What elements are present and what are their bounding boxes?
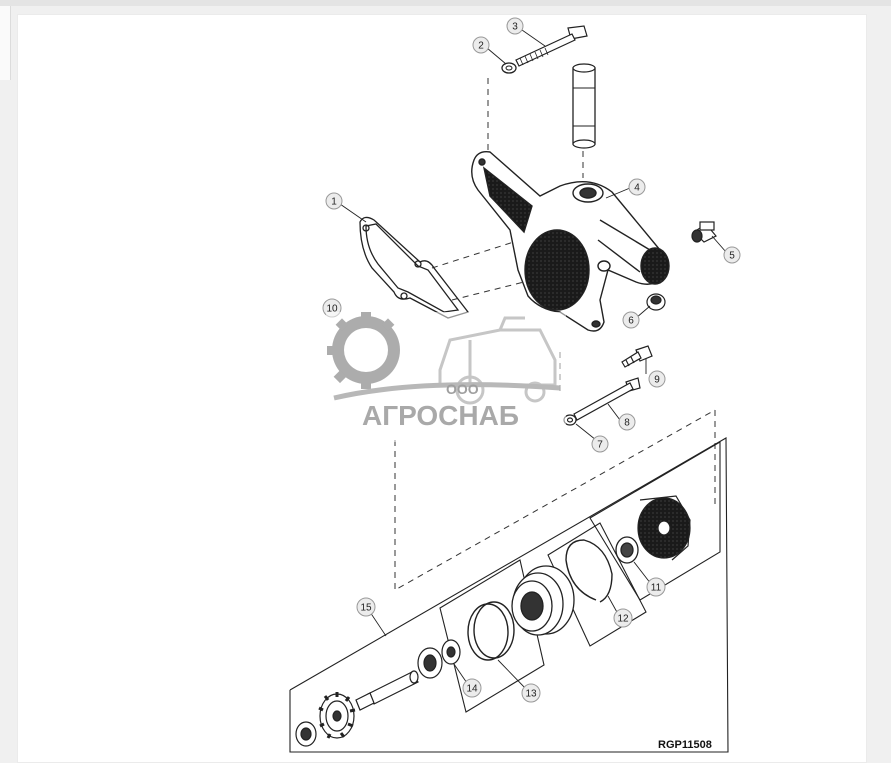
callout-6: 6 [622,311,640,329]
part-9-bolt [621,345,653,368]
callout-12: 12 [613,608,633,628]
svg-text:15: 15 [360,603,372,614]
callout-leaders [339,29,727,691]
part-11-seal [615,536,639,564]
watermark-company-name: АГРОСНАБ [362,400,519,431]
callout-4: 4 [628,178,646,196]
svg-text:1: 1 [331,197,337,208]
callout-2: 2 [472,36,490,54]
callout-14: 14 [462,678,482,698]
part-gear [318,692,356,739]
gear-icon [327,312,400,389]
callout-13: 13 [521,683,541,703]
part-13-o-rings [467,601,515,661]
svg-text:12: 12 [617,614,629,625]
part-8-bolt [573,377,641,421]
svg-text:8: 8 [624,418,630,429]
svg-text:5: 5 [729,251,735,262]
part-shaft [355,670,419,711]
pipe-sleeve [572,63,596,149]
svg-text:6: 6 [628,316,634,327]
callout-1: 1 [325,192,343,210]
swoosh-decoration [333,382,561,401]
kit-frame [289,437,729,753]
callouts: 1 2 3 4 5 6 7 8 9 10 11 12 13 14 15 [322,17,741,703]
part-6-plug [646,293,666,311]
top-bar [0,0,891,6]
part-1-gasket [359,216,470,319]
svg-text:9: 9 [654,375,660,386]
callout-15: 15 [356,597,376,617]
svg-text:14: 14 [466,684,478,695]
part-impeller [637,495,691,561]
watermark-logo: ООО АГРОСНАБ [326,312,566,442]
svg-text:2: 2 [478,41,484,52]
svg-text:4: 4 [634,183,640,194]
callout-8: 8 [618,413,636,431]
part-5-sensor [691,221,717,243]
callout-3: 3 [506,17,524,35]
part-large-seal [511,565,575,636]
part-2-washer [501,62,517,74]
part-14-bearing [441,639,461,665]
part-end-bearing [295,721,317,747]
callout-9: 9 [648,370,666,388]
svg-text:3: 3 [512,22,518,33]
left-panel-edge [0,6,11,80]
callout-7: 7 [591,435,609,453]
part-ball-bearing [417,647,443,679]
figure-reference-code: RGP11508 [658,739,712,751]
svg-text:13: 13 [525,689,537,700]
svg-text:11: 11 [651,583,662,594]
callout-5: 5 [723,246,741,264]
svg-text:10: 10 [326,304,338,315]
callout-11: 11 [646,577,666,597]
watermark-prefix: ООО [446,381,479,397]
part-4-pump-housing [471,150,670,332]
part-12-snap-ring [565,539,613,603]
svg-text:7: 7 [597,440,603,451]
part-3-bolt [515,25,588,67]
